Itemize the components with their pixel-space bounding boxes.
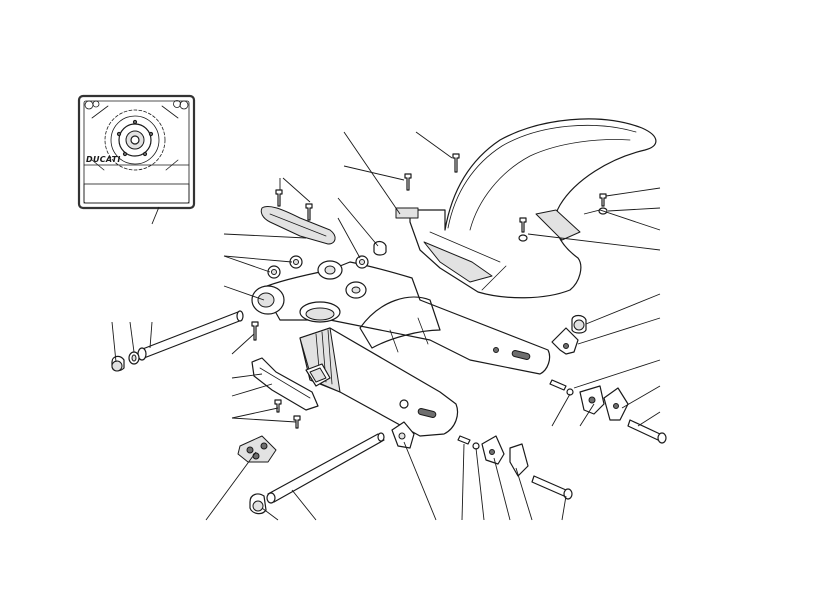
leader-line <box>223 255 271 273</box>
inset-sprocket-panel: DUCATI <box>77 94 196 210</box>
leader-line <box>605 187 661 197</box>
leader-line <box>231 407 279 419</box>
leader-line <box>621 385 661 409</box>
leader-line <box>205 451 257 521</box>
leader-line <box>223 255 293 263</box>
chain-guide-slider <box>251 357 319 411</box>
screw <box>519 193 607 233</box>
leader-line <box>343 131 401 215</box>
leader-line <box>111 321 117 363</box>
screw <box>457 379 574 450</box>
leader-line <box>577 317 661 345</box>
washer <box>128 351 140 365</box>
leader-line <box>337 197 379 247</box>
bushing <box>249 493 267 515</box>
leader-line <box>493 457 511 521</box>
swingarm-pivot-shaft <box>137 310 244 361</box>
leader-line <box>223 233 307 239</box>
sprocket-icon <box>104 109 166 171</box>
cap-nut <box>111 355 125 372</box>
leader-line <box>282 177 311 203</box>
swingarm <box>251 260 551 437</box>
leader-line <box>403 441 437 521</box>
leader-line <box>337 217 361 259</box>
leader-line <box>415 131 453 159</box>
screw <box>404 153 460 191</box>
leader-line <box>561 495 567 521</box>
adjuster-bolt <box>531 419 667 500</box>
leader-line <box>583 209 661 231</box>
leader-line <box>291 489 317 521</box>
leader-line <box>231 383 273 397</box>
washer <box>267 255 303 279</box>
leader-line <box>223 285 265 301</box>
bushing <box>355 240 387 269</box>
leader-line <box>585 293 661 325</box>
leader-line <box>515 467 533 521</box>
leader-line <box>151 206 160 225</box>
bushing <box>571 314 587 334</box>
chain-adjuster-plate <box>481 327 629 477</box>
rear-axle <box>266 432 385 504</box>
leader-line <box>607 207 661 212</box>
screw <box>251 321 301 429</box>
leader-line <box>231 417 297 423</box>
leader-line <box>343 165 405 181</box>
leader-line <box>261 507 279 521</box>
leader-line <box>579 403 595 427</box>
rear-hugger-fender <box>395 118 657 299</box>
chain-link <box>237 435 277 463</box>
leader-line <box>461 443 465 521</box>
leader-line <box>129 321 135 353</box>
chain-guide-slider <box>260 205 336 245</box>
chain-adjuster-plate <box>391 421 415 449</box>
screw <box>275 189 313 221</box>
bushing <box>305 363 331 387</box>
leader-line <box>231 373 263 379</box>
leader-lines <box>111 131 661 521</box>
leader-line <box>637 411 661 427</box>
ducati-logo: DUCATI <box>86 155 121 164</box>
leader-line <box>573 359 661 389</box>
leader-line <box>527 233 661 251</box>
leader-line <box>475 447 485 521</box>
leader-line <box>231 333 255 355</box>
leader-line <box>149 321 153 349</box>
leader-line <box>551 393 571 427</box>
